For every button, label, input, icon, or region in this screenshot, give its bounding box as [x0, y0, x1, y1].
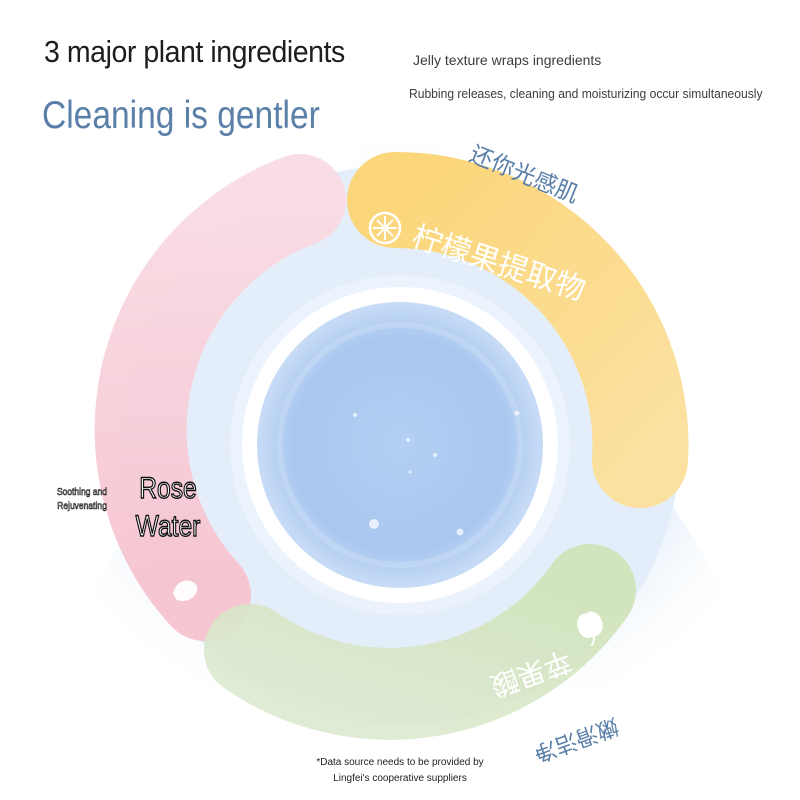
apple-segment [204, 544, 636, 740]
bubbles [353, 410, 520, 536]
rose-label: Rose Water [132, 470, 204, 546]
page-subtitle: Cleaning is gentler [42, 94, 320, 137]
rose-segment [94, 154, 346, 641]
apple-icon [577, 611, 603, 647]
footnote: *Data source needs to be provided by Lin… [316, 757, 484, 784]
apple-caption: 嫩滑洁净 [530, 712, 621, 766]
page-title: 3 major plant ingredients [44, 34, 345, 69]
lemon-slice-icon [368, 211, 402, 245]
rose-caption: Soothing and Rejuvenating [56, 487, 108, 513]
rose-label-line1: Rose [139, 471, 198, 505]
jelly-center [257, 302, 543, 588]
rose-petal-icon [173, 580, 198, 602]
rose-label-line2: Water [135, 509, 201, 543]
description-line-1: Jelly texture wraps ingredients [413, 52, 602, 68]
lemon-segment [347, 151, 689, 508]
description-line-2: Rubbing releases, cleaning and moisturiz… [409, 86, 763, 101]
